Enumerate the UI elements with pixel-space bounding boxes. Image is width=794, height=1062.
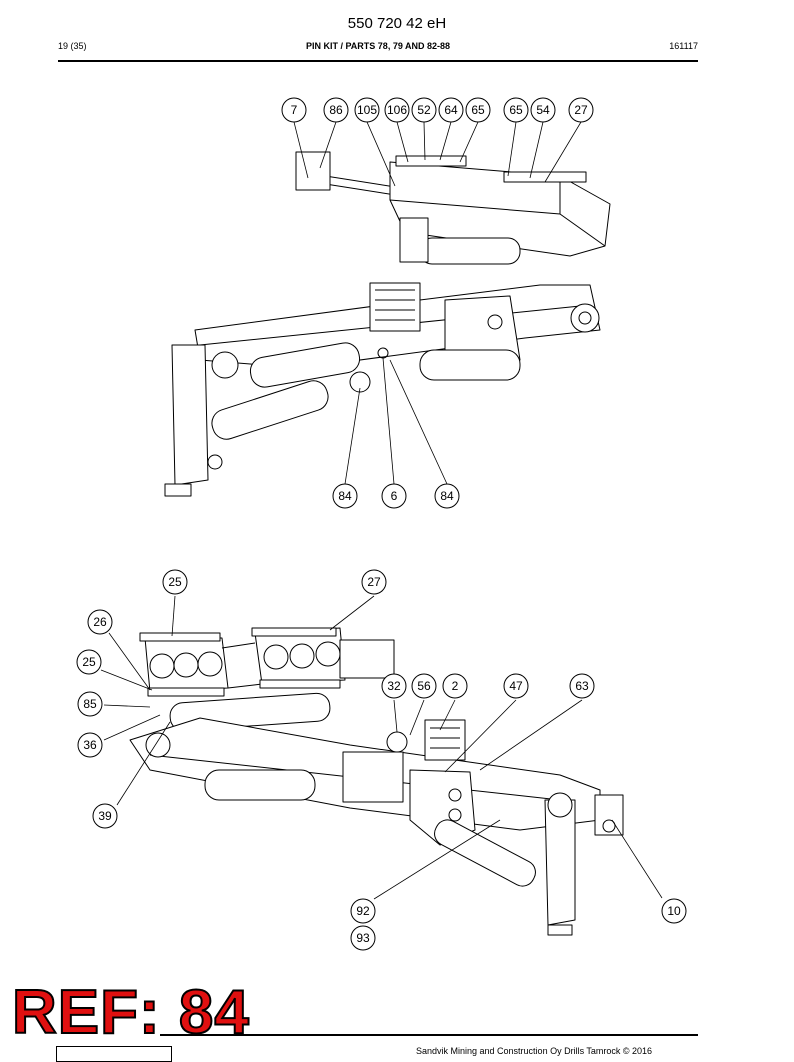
callout-label: 106 <box>387 103 407 117</box>
callout-6: 6 <box>381 483 407 509</box>
callout-label: 52 <box>417 103 431 117</box>
callout-32: 32 <box>381 673 407 699</box>
callout-84b: 84 <box>434 483 460 509</box>
callout-label: 92 <box>356 904 370 918</box>
callout-36: 36 <box>77 732 103 758</box>
callout-label: 86 <box>329 103 343 117</box>
callout-64: 64 <box>438 97 464 123</box>
callout-label: 63 <box>575 679 589 693</box>
callout-10: 10 <box>661 898 687 924</box>
page-number: 19 (35) <box>58 41 87 51</box>
callout-label: 36 <box>83 738 97 752</box>
callout-label: 7 <box>291 103 298 117</box>
bottom-assembly-illustration <box>129 627 624 936</box>
callout-54: 54 <box>530 97 556 123</box>
callout-106: 106 <box>384 97 410 123</box>
leader-lines <box>100 121 663 900</box>
callout-label: 105 <box>357 103 377 117</box>
callout-65: 65 <box>465 97 491 123</box>
top-assembly-illustration <box>164 151 611 497</box>
callout-27: 27 <box>568 97 594 123</box>
callout-label: 65 <box>509 103 523 117</box>
document-number: 550 720 42 eH <box>347 15 447 32</box>
footer-divider <box>160 1034 698 1036</box>
callout-label: 84 <box>440 489 454 503</box>
callout-label: 27 <box>574 103 588 117</box>
callout-label: 56 <box>417 679 431 693</box>
callout-85: 85 <box>77 691 103 717</box>
callouts-bottom: 25 27 26 25 85 36 39 32 56 2 47 63 92 93… <box>76 569 687 951</box>
callout-label: 32 <box>387 679 401 693</box>
callout-label: 2 <box>452 679 459 693</box>
callout-65b: 65 <box>503 97 529 123</box>
brand-logo <box>56 1046 172 1062</box>
callout-7: 7 <box>281 97 307 123</box>
callout-25b: 25 <box>76 649 102 675</box>
callouts-top: 7 86 105 106 52 64 65 65 54 27 84 6 84 <box>281 97 594 509</box>
callout-47: 47 <box>503 673 529 699</box>
callout-label: 39 <box>98 809 112 823</box>
callout-label: 65 <box>471 103 485 117</box>
page-title: PIN KIT / PARTS 78, 79 AND 82-88 <box>305 41 451 51</box>
header-divider <box>58 60 698 62</box>
callout-label: 47 <box>509 679 523 693</box>
reference-stamp: REF: 84 <box>11 978 250 1047</box>
callout-63: 63 <box>569 673 595 699</box>
callout-label: 27 <box>367 575 381 589</box>
callout-label: 85 <box>83 697 97 711</box>
callout-label: 64 <box>444 103 458 117</box>
callout-39: 39 <box>92 803 118 829</box>
callout-label: 6 <box>391 489 398 503</box>
callout-105: 105 <box>354 97 380 123</box>
callout-label: 84 <box>338 489 352 503</box>
callout-label: 25 <box>82 655 96 669</box>
callout-93: 93 <box>350 925 376 951</box>
callout-2: 2 <box>442 673 468 699</box>
callout-84a: 84 <box>332 483 358 509</box>
callout-26: 26 <box>87 609 113 635</box>
copyright-text: Sandvik Mining and Construction Oy Drill… <box>416 1046 653 1056</box>
callout-92: 92 <box>350 898 376 924</box>
callout-27b: 27 <box>361 569 387 595</box>
callout-25a: 25 <box>162 569 188 595</box>
date-code: 161117 <box>669 41 698 51</box>
callout-label: 25 <box>168 575 182 589</box>
callout-label: 93 <box>356 931 370 945</box>
callout-label: 54 <box>536 103 550 117</box>
callout-86: 86 <box>323 97 349 123</box>
callout-52: 52 <box>411 97 437 123</box>
callout-label: 26 <box>93 615 107 629</box>
callout-56: 56 <box>411 673 437 699</box>
callout-label: 10 <box>667 904 681 918</box>
